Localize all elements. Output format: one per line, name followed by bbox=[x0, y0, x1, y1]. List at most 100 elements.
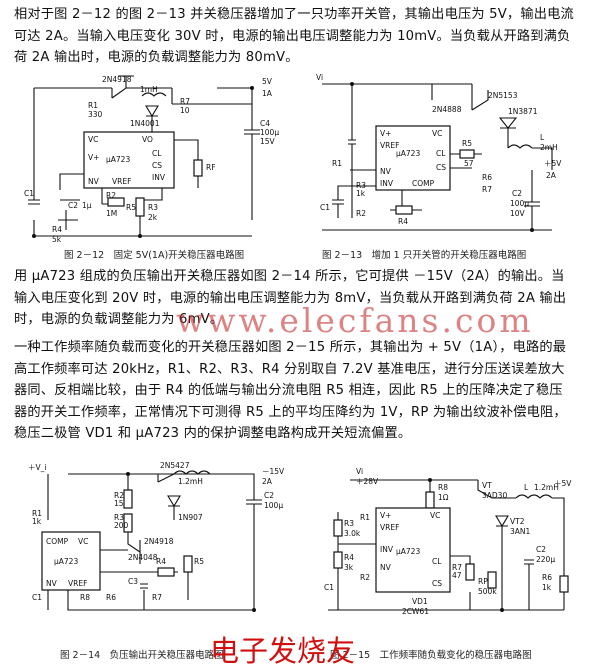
pin-cs: CS bbox=[432, 579, 442, 588]
pin-vref: VREF bbox=[68, 579, 87, 588]
label-c1: C1 bbox=[324, 583, 334, 592]
label-r7: R7 bbox=[180, 97, 190, 106]
pin-vref: VREF bbox=[380, 523, 399, 532]
label-vin: Vi bbox=[316, 73, 323, 82]
label-rf: RF bbox=[206, 163, 216, 172]
pin-nv: NV bbox=[380, 563, 392, 572]
label-rp: RP bbox=[478, 577, 488, 586]
label-ic: μA723 bbox=[396, 149, 420, 158]
label-r2-value: 15 bbox=[114, 499, 124, 508]
label-r2-value: 1M bbox=[106, 209, 117, 218]
label-r3-value: 3.0k bbox=[344, 529, 361, 538]
label-r7: R7 bbox=[452, 563, 462, 572]
pin-vc: VC bbox=[432, 129, 442, 138]
pin-vc: VC bbox=[78, 537, 88, 546]
label-diode: 1N4001 bbox=[130, 119, 160, 128]
label-r3-value: 1k bbox=[356, 189, 366, 198]
label-r3-value: 2k bbox=[148, 213, 158, 222]
pin-cl: CL bbox=[152, 149, 162, 158]
label-diode: 1N3871 bbox=[508, 107, 538, 116]
label-t2: 2N4918 bbox=[144, 537, 174, 546]
label-r6: R6 bbox=[542, 573, 552, 582]
label-output-current: 2A bbox=[546, 171, 557, 180]
pin-nv: NV bbox=[88, 177, 100, 186]
label-t1-value: 3AD30 bbox=[482, 491, 507, 500]
label-r7-value: 47 bbox=[452, 571, 462, 580]
pin-vref: VREF bbox=[380, 141, 399, 150]
pin-comp: COMP bbox=[412, 179, 435, 188]
pin-vplus: V+ bbox=[380, 511, 391, 520]
label-t3: 2N4048 bbox=[128, 553, 158, 562]
label-r7-value: 10 bbox=[180, 106, 190, 115]
label-c2-unit: 10V bbox=[510, 209, 526, 218]
label-r4-value: 3k bbox=[344, 563, 354, 572]
label-ic: μA723 bbox=[396, 547, 420, 556]
label-r4: R4 bbox=[52, 225, 62, 234]
watermark-url: www.elecfans.com bbox=[176, 301, 534, 340]
pin-cl: CL bbox=[436, 149, 446, 158]
label-inductor: 1.2mH bbox=[534, 483, 559, 492]
pin-inv: INV bbox=[380, 545, 394, 554]
label-output-voltage: ＋5V bbox=[544, 159, 562, 168]
label-c4-value: 100μ bbox=[260, 128, 279, 137]
label-vt2-value: 3AN1 bbox=[510, 527, 531, 536]
caption-fig2-12: 图 2－12 固定 5V(1A)开关稳压器电路图 bbox=[64, 250, 245, 261]
label-c2-value: 1μ bbox=[82, 201, 92, 210]
circuit-diagram-fig2-13: Vi 2N4888 2N5153 1N3871 L 2mH μA723 V+ V… bbox=[316, 73, 562, 232]
pin-nv: NV bbox=[46, 579, 58, 588]
label-vd1-value: 2CW61 bbox=[402, 607, 429, 616]
brand-logo-text: 电子发烧友 bbox=[210, 634, 356, 668]
pin-vo: VO bbox=[142, 135, 153, 144]
label-c2: C2 bbox=[68, 201, 78, 210]
label-r1-value: 1k bbox=[32, 517, 42, 526]
label-r4: R4 bbox=[344, 553, 354, 562]
label-output-current: 1A bbox=[262, 89, 273, 98]
label-r3: R3 bbox=[356, 181, 366, 190]
label-c1: C1 bbox=[32, 593, 42, 602]
pin-cs: CS bbox=[436, 163, 446, 172]
pin-comp: COMP bbox=[46, 537, 69, 546]
label-c2-value: 100μ bbox=[264, 501, 283, 510]
label-vin: ＋V_i bbox=[28, 463, 46, 472]
label-c2-value: 100μ bbox=[510, 199, 529, 208]
label-t1: VT bbox=[482, 481, 492, 490]
paragraph-fig2-13-intro: 相对于图 2－12 的图 2－13 并关稳压器增加了一只功率开关管，其输出电压为… bbox=[14, 7, 574, 65]
label-r2: R2 bbox=[360, 573, 370, 582]
circuit-diagram-fig2-12: 2N4918 1mH 1N4001 R1 330 R7 10 5V 1A C4 … bbox=[24, 75, 279, 244]
label-r2: R2 bbox=[356, 209, 366, 218]
label-ic: μA723 bbox=[106, 155, 130, 164]
label-transistor: 2N4918 bbox=[102, 75, 132, 84]
label-output-voltage: 5V bbox=[262, 77, 273, 86]
label-r6-value: 1k bbox=[542, 583, 552, 592]
pin-inv: INV bbox=[380, 179, 394, 188]
label-c2: C2 bbox=[264, 491, 274, 500]
label-r1: R1 bbox=[332, 159, 342, 168]
label-vd1: VD1 bbox=[412, 597, 428, 606]
label-r4-value: 5k bbox=[52, 235, 62, 244]
label-r3: R3 bbox=[344, 519, 354, 528]
label-c3: C3 bbox=[128, 577, 138, 586]
pin-cs: CS bbox=[152, 161, 162, 170]
label-r8-value: 1Ω bbox=[438, 493, 449, 502]
label-r8: R8 bbox=[80, 593, 90, 602]
label-diode: 1N907 bbox=[178, 513, 203, 522]
label-c2: C2 bbox=[536, 545, 546, 554]
label-rp-value: 500k bbox=[478, 587, 497, 596]
circuit-diagram-fig2-15: Vi ＋28V R8 1Ω VT 3AD30 L 1.2mH VT2 3AN1 … bbox=[324, 467, 572, 616]
label-r8: R8 bbox=[438, 483, 448, 492]
label-c4: C4 bbox=[260, 119, 270, 128]
label-vin-voltage: ＋28V bbox=[356, 477, 379, 486]
pin-vc: VC bbox=[88, 135, 98, 144]
label-r7: R7 bbox=[482, 185, 492, 194]
label-r2: R2 bbox=[114, 491, 124, 500]
caption-fig2-15: 图 2－15 工作频率随负载变化的稳压器电路图 bbox=[330, 650, 532, 661]
label-inductor: 1mH bbox=[140, 85, 158, 94]
label-c1: C1 bbox=[24, 189, 34, 198]
label-vt2: VT2 bbox=[510, 517, 525, 526]
label-c2-value: 220μ bbox=[536, 555, 555, 564]
label-r7: R7 bbox=[152, 593, 162, 602]
label-r1-value: 330 bbox=[88, 110, 103, 119]
label-c4-unit: 15V bbox=[260, 137, 276, 146]
label-r4: R4 bbox=[156, 557, 166, 566]
label-inductor: 2mH bbox=[540, 143, 558, 152]
